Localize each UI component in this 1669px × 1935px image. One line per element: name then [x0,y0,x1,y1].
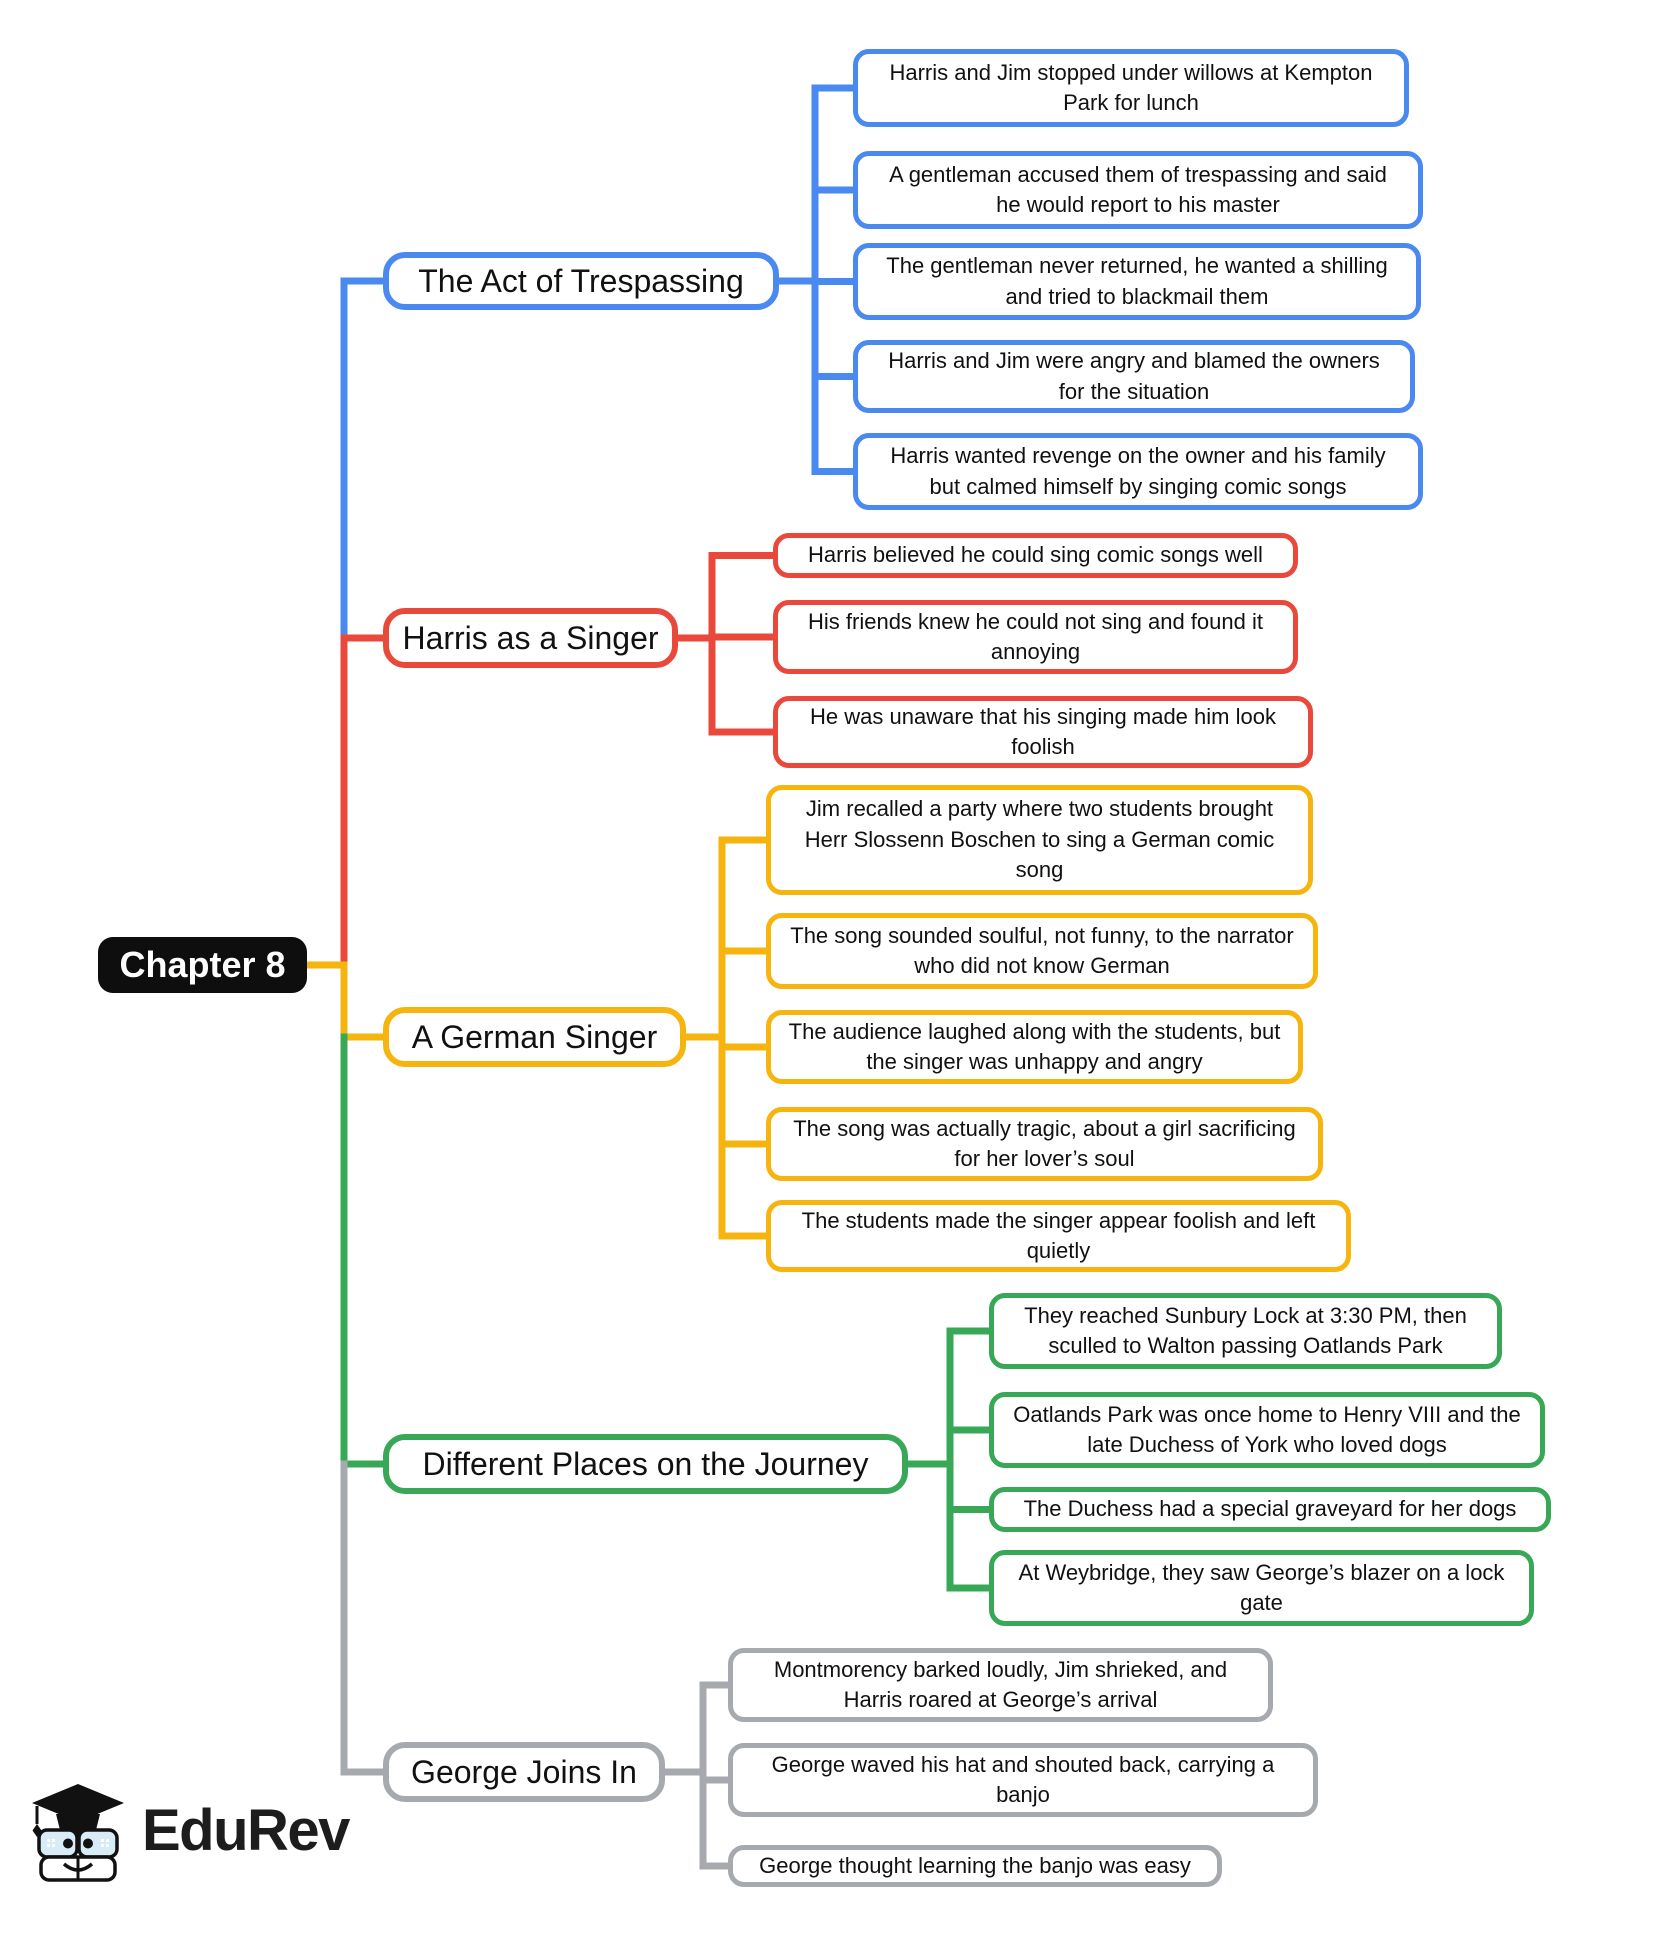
leaf-node: The song was actually tragic, about a gi… [766,1107,1323,1181]
edurev-logo-text: EduRev [142,1797,350,1863]
edurev-logo: EduRev [28,1778,350,1882]
leaf-node: The audience laughed along with the stud… [766,1010,1303,1084]
branch-connector [303,836,776,1240]
branch-header: George Joins In [383,1742,665,1802]
branch-connector [340,552,783,969]
leaf-node: A gentleman accused them of trespassing … [853,151,1423,229]
leaf-node: Jim recalled a party where two students … [766,785,1313,895]
edurev-logo-icon [32,1784,124,1882]
branch-connector [340,1033,999,1592]
leaf-node: He was unaware that his singing made him… [773,696,1313,768]
leaf-node: The Duchess had a special graveyard for … [989,1487,1551,1532]
leaf-node: Harris wanted revenge on the owner and h… [853,433,1423,510]
leaf-node: Oatlands Park was once home to Henry VII… [989,1392,1545,1468]
leaf-node: George thought learning the banjo was ea… [728,1845,1222,1887]
leaf-node: Harris and Jim were angry and blamed the… [853,340,1415,413]
branch-connector [340,1460,738,1870]
leaf-node: Harris and Jim stopped under willows at … [853,49,1409,127]
leaf-node: The gentleman never returned, he wanted … [853,243,1421,320]
branch-header: Different Places on the Journey [383,1434,908,1494]
branch-header: The Act of Trespassing [383,252,779,310]
branch-connector [340,84,863,642]
leaf-node: The song sounded soulful, not funny, to … [766,913,1318,989]
leaf-node: Montmorency barked loudly, Jim shrieked,… [728,1648,1273,1722]
leaf-node: Harris believed he could sing comic song… [773,533,1298,578]
branch-header: Harris as a Singer [383,608,678,668]
branch-header: A German Singer [383,1007,686,1067]
root-node: Chapter 8 [98,937,307,993]
leaf-node: They reached Sunbury Lock at 3:30 PM, th… [989,1293,1502,1369]
leaf-node: The students made the singer appear fool… [766,1200,1351,1272]
leaf-node: His friends knew he could not sing and f… [773,600,1298,674]
leaf-node: George waved his hat and shouted back, c… [728,1743,1318,1817]
leaf-node: At Weybridge, they saw George’s blazer o… [989,1550,1534,1626]
